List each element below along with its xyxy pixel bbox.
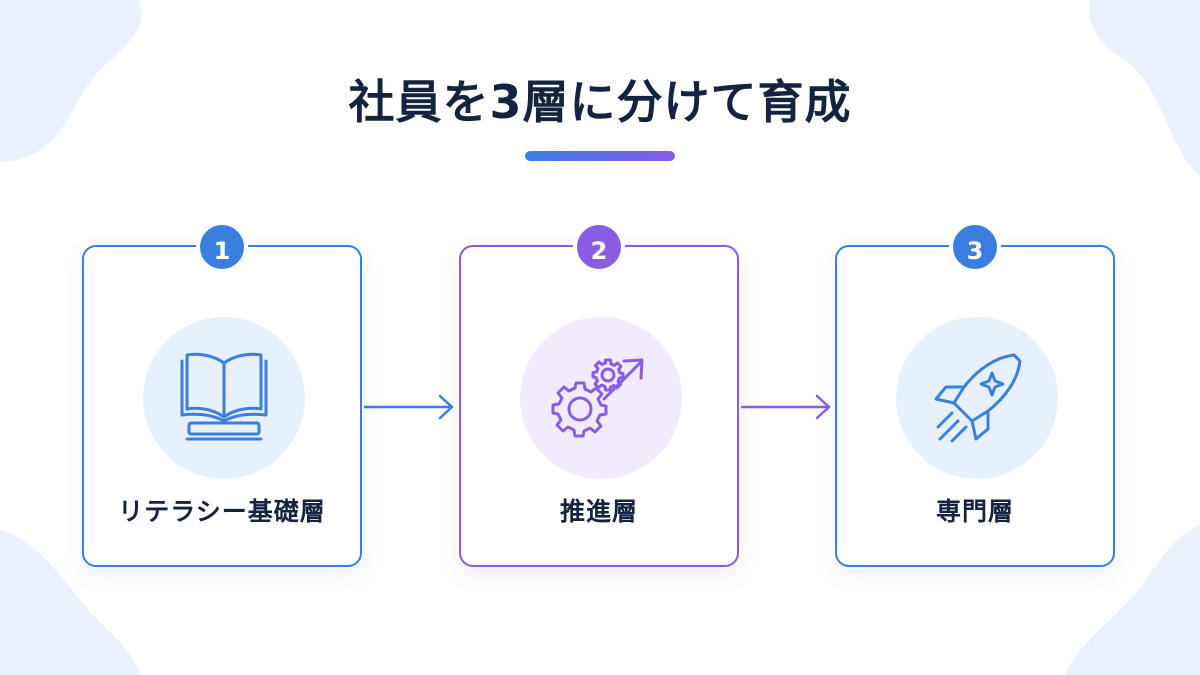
icon-background bbox=[143, 317, 305, 479]
gears-growth-icon bbox=[551, 358, 644, 438]
icon-background bbox=[896, 317, 1058, 479]
step-badge-3: 3 bbox=[949, 221, 1001, 273]
book-icon bbox=[180, 352, 268, 441]
layer-label: 推進層 bbox=[559, 497, 638, 526]
title-underline bbox=[525, 151, 675, 161]
step-badge-2: 2 bbox=[573, 221, 625, 273]
layer-label: リテラシー基礎層 bbox=[118, 497, 326, 526]
icon-background bbox=[520, 317, 682, 479]
step-badge-1: 1 bbox=[196, 221, 248, 273]
page-title: 社員を3層に分けて育成 bbox=[348, 75, 852, 129]
arrow-right-icon bbox=[741, 394, 831, 420]
rocket-icon bbox=[934, 353, 1022, 443]
layer-label: 専門層 bbox=[935, 497, 1014, 526]
layer-card-specialist: 3 専門層 bbox=[835, 221, 1115, 567]
layer-card-promotion: 2 推進層 bbox=[459, 221, 739, 567]
layer-card-literacy: 1 リテラシー基礎層 bbox=[82, 221, 362, 567]
arrow-right-icon bbox=[364, 394, 454, 420]
